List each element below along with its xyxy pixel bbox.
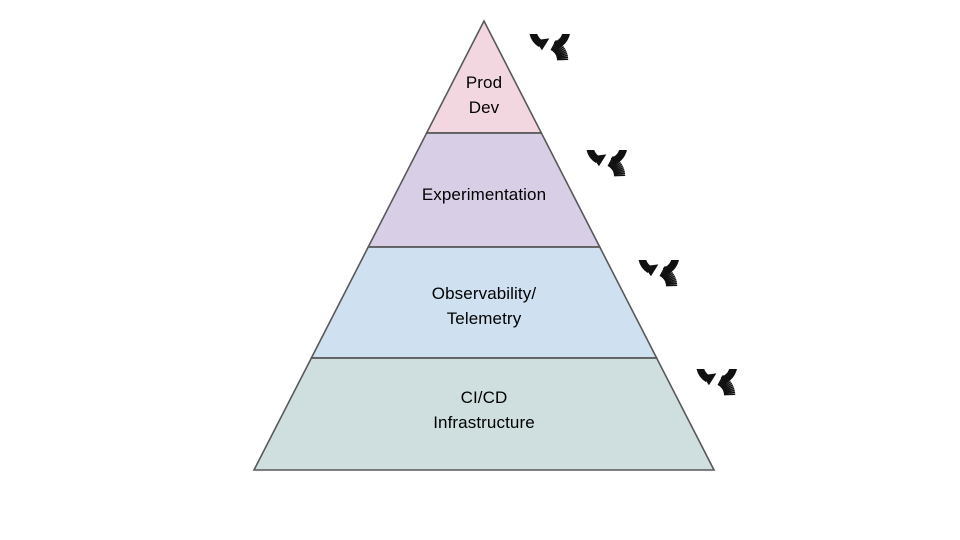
refresh-cycle-icon [520, 34, 572, 86]
pyramid-tier-cicd-infrastructure [252, 357, 716, 471]
pyramid-tier-observability-telemetry [310, 246, 658, 359]
refresh-cycle-icon [629, 260, 681, 312]
refresh-cycle-icon [687, 369, 739, 421]
pyramid-tier-experimentation [366, 132, 602, 248]
refresh-cycle-icon [577, 150, 629, 202]
